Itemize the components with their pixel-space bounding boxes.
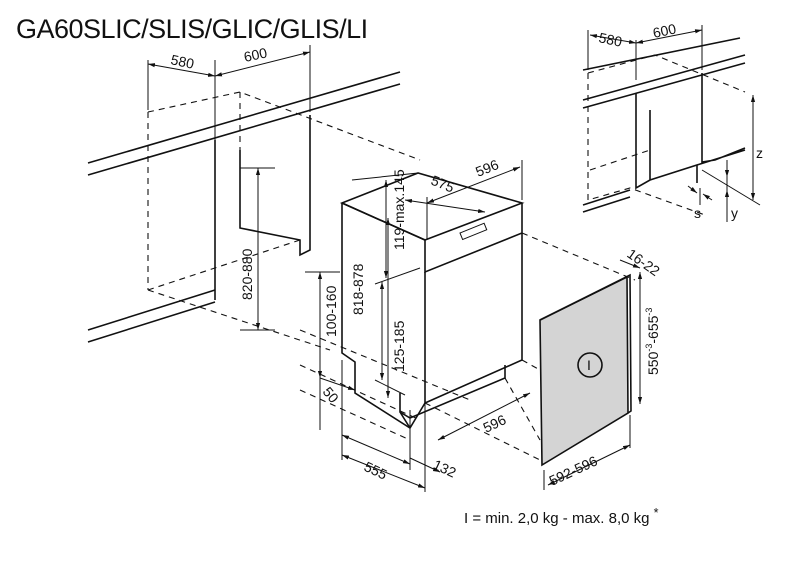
dim-door-height: 550-3-655-3 <box>644 308 661 375</box>
dim-door-thickness: 16-22 <box>624 245 663 279</box>
inset-dim-580: 580 <box>597 29 623 50</box>
countertop <box>87 71 401 176</box>
dim-niche-height: 820-880 <box>239 248 255 300</box>
inset-drawing <box>582 25 761 222</box>
dim-plinth-height: 100-160 <box>323 285 339 337</box>
dim-580: 580 <box>169 51 195 72</box>
dim-top-depth: 575 <box>429 172 457 196</box>
weight-note: I = min. 2,0 kg - max. 8,0 kg * <box>464 506 659 527</box>
inset-dim-s: s <box>694 205 701 221</box>
weight-symbol: I <box>587 357 591 373</box>
model-title: GA60SLIC/SLIS/GLIC/GLIS/LI <box>16 14 368 44</box>
dim-panel-gap: 119-max.145 <box>391 169 407 250</box>
weight-note-asterisk: * <box>653 506 659 520</box>
dishwasher-drawing <box>339 160 636 461</box>
weight-note-text: I = min. 2,0 kg - max. 8,0 kg <box>464 510 650 527</box>
inset-dim-z: z <box>756 145 763 161</box>
inset-dim-600: 600 <box>651 20 677 41</box>
inset-dim-y: y <box>731 205 738 221</box>
dim-plinth-depth: 50 <box>320 384 342 406</box>
door-panel <box>539 259 643 490</box>
niche-drawing <box>87 45 471 492</box>
dim-appliance-height: 818-878 <box>350 263 366 315</box>
dim-bottom-width: 596 <box>481 411 509 435</box>
dim-600: 600 <box>242 44 268 65</box>
dim-toe-height: 125-185 <box>391 320 407 372</box>
dim-depth-555: 555 <box>362 458 390 482</box>
weight-symbol-circle <box>577 352 603 378</box>
dim-132: 132 <box>431 456 459 480</box>
